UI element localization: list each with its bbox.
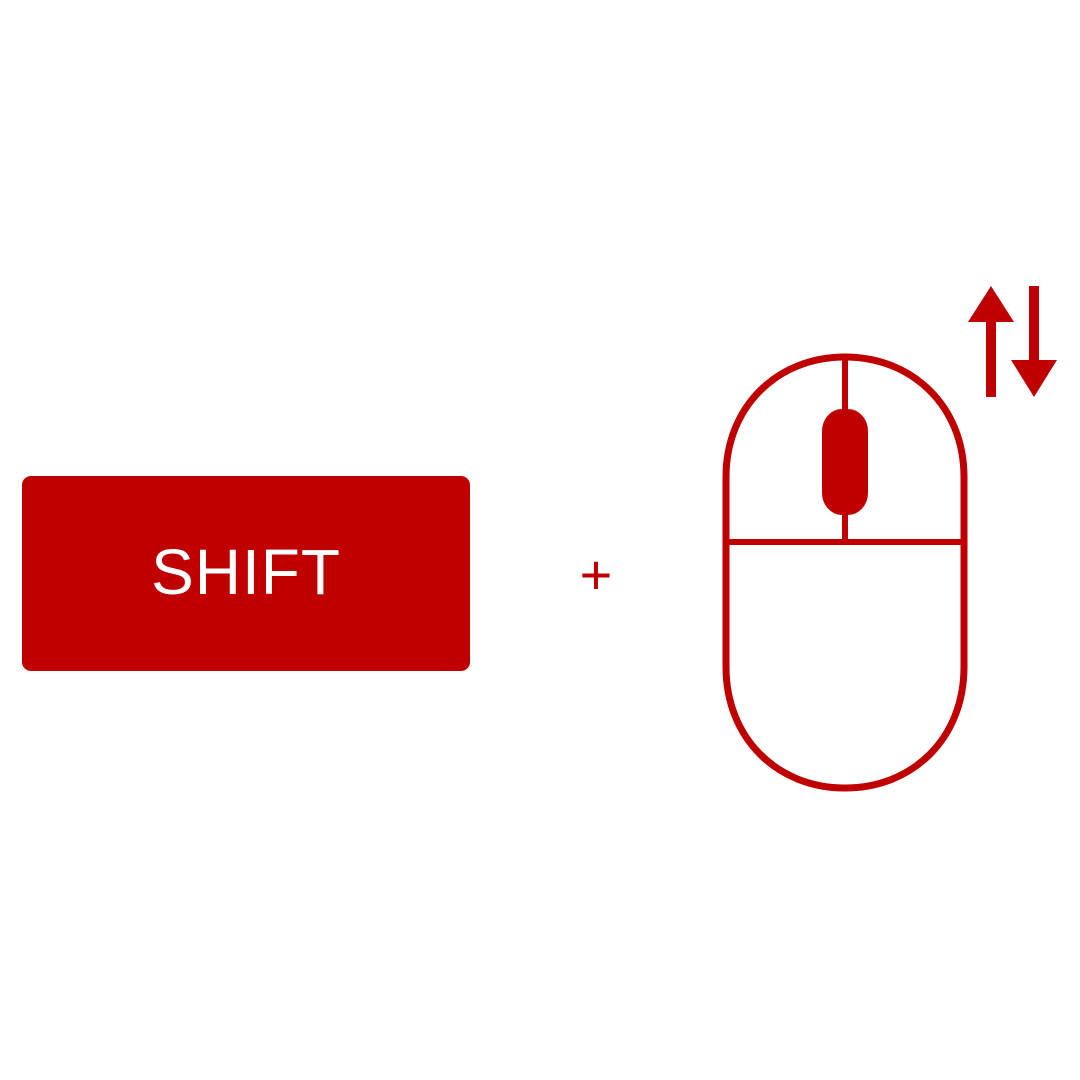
scroll-up-down-arrows-icon	[968, 286, 1057, 397]
mouse-outline	[722, 353, 968, 792]
scroll-wheel-icon	[822, 409, 868, 515]
scroll-down-arrow-icon	[1011, 286, 1057, 397]
scroll-up-arrow-icon	[968, 286, 1014, 397]
shift-key: SHIFT	[22, 476, 470, 671]
plus-sign: +	[579, 543, 613, 606]
mouse-icon	[722, 353, 968, 792]
shift-key-label: SHIFT	[151, 536, 341, 608]
